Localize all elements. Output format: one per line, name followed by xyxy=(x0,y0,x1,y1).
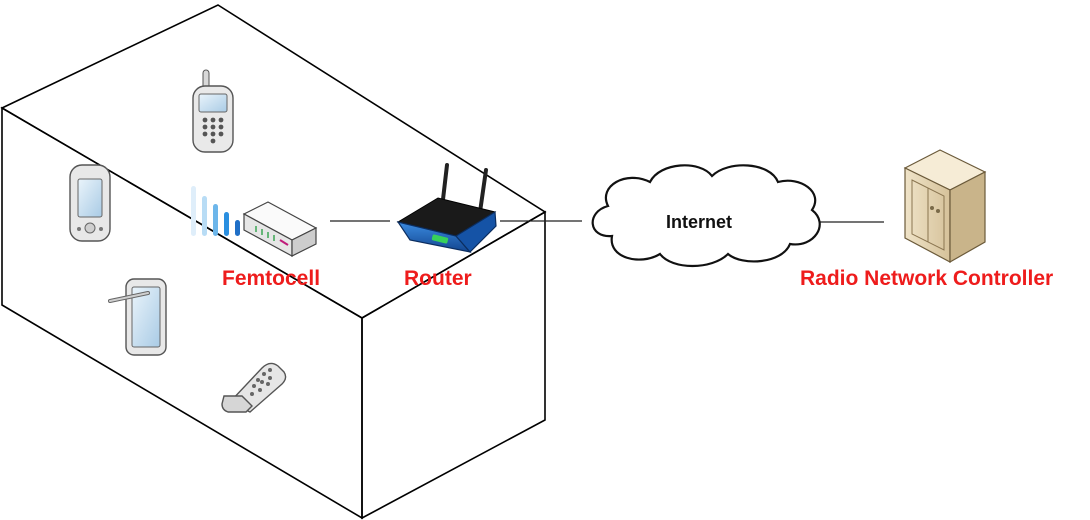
femtocell-label: Femtocell xyxy=(222,267,320,290)
femtocell-icon xyxy=(242,201,318,258)
cloud-icon xyxy=(591,164,821,268)
pda-icon xyxy=(69,164,111,242)
flip-phone-icon xyxy=(221,362,287,413)
signal-bars-icon xyxy=(191,186,240,236)
wireless-router-icon xyxy=(396,163,497,253)
tablet-icon xyxy=(108,278,167,356)
mobile-phone-icon xyxy=(192,69,234,153)
router-label: Router xyxy=(404,267,472,290)
rnc-label: Radio Network Controller xyxy=(800,267,1053,290)
building-box-icon xyxy=(0,4,547,520)
internet-label: Internet xyxy=(666,212,732,232)
server-icon xyxy=(903,149,987,264)
